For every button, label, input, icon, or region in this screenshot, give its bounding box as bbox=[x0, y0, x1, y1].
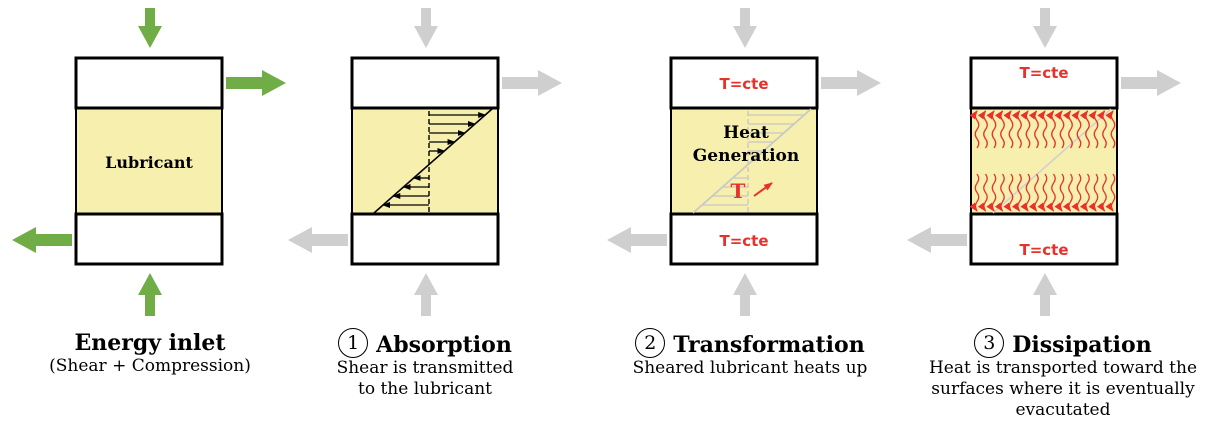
heat-label-line1: Heat bbox=[723, 123, 769, 143]
faded-velocity-arrows bbox=[702, 114, 805, 206]
compression-arrow-down bbox=[1033, 8, 1057, 48]
heat-flux-arrow bbox=[1045, 110, 1056, 149]
caption-dissipation: 3 Dissipation Heat is transported toward … bbox=[908, 328, 1218, 421]
heat-flux-arrow bbox=[994, 110, 1005, 149]
top-plate-temp-label: T=cte bbox=[1019, 64, 1068, 82]
heat-flux-arrow bbox=[1011, 110, 1022, 149]
panel-transformation: T=cte T=cte Heat Generation T bbox=[607, 8, 881, 316]
heat-flux-arrow bbox=[1020, 173, 1031, 212]
heat-flux-arrow bbox=[1088, 110, 1099, 149]
heat-flux-arrow bbox=[1088, 173, 1099, 212]
top-plate bbox=[969, 56, 1119, 110]
caption-subtitle-line: (Shear + Compression) bbox=[49, 356, 251, 376]
heat-flux-arrow bbox=[986, 173, 997, 212]
heat-flux-arrow bbox=[1079, 110, 1090, 149]
compression-arrow-down bbox=[733, 8, 757, 48]
shear-arrow-left bbox=[12, 227, 72, 253]
caption-subtitle-line: evacutated bbox=[1015, 400, 1111, 420]
bottom-plate bbox=[350, 212, 500, 266]
temperature-label: T bbox=[731, 179, 746, 203]
heat-flux-arrow bbox=[1071, 173, 1082, 212]
shear-arrow-right bbox=[1121, 70, 1181, 96]
shear-arrow-left bbox=[607, 227, 667, 253]
compression-arrow-up bbox=[1033, 273, 1057, 316]
heat-flux-arrow bbox=[1054, 110, 1065, 149]
heat-flux-arrow bbox=[1003, 173, 1014, 212]
bottom-plate-temp-label: T=cte bbox=[719, 232, 768, 250]
lubricant-label: Lubricant bbox=[105, 153, 193, 172]
top-plate bbox=[669, 56, 819, 110]
velocity-arrows bbox=[382, 112, 487, 208]
heat-flux-arrow bbox=[1054, 173, 1065, 212]
caption-title: Energy inlet bbox=[74, 330, 226, 356]
heat-flux-arrow bbox=[1079, 173, 1090, 212]
heat-flux-arrow bbox=[1071, 110, 1082, 149]
heat-flux-arrows bbox=[969, 110, 1116, 212]
heat-flux-arrow bbox=[969, 173, 980, 212]
caption-transformation: 2 Transformation Sheared lubricant heats … bbox=[600, 328, 900, 379]
compression-arrow-up bbox=[414, 273, 438, 316]
shear-arrow-right bbox=[821, 70, 881, 96]
shear-arrow-left bbox=[907, 227, 967, 253]
bottom-plate bbox=[669, 212, 819, 266]
heat-flux-arrow bbox=[1062, 110, 1073, 149]
heat-flux-arrow bbox=[977, 173, 988, 212]
lubricant-layer bbox=[75, 106, 223, 216]
temperature-rise-arrow bbox=[753, 182, 773, 197]
caption-subtitle-line: Shear is transmitted bbox=[336, 358, 514, 378]
heat-flux-arrow bbox=[1096, 173, 1107, 212]
step-number-badge: 1 bbox=[338, 328, 369, 358]
heat-flux-arrow bbox=[994, 173, 1005, 212]
panel-energy-inlet: Lubricant bbox=[12, 8, 286, 316]
heat-flux-arrow bbox=[1105, 173, 1116, 212]
heat-flux-arrow bbox=[1096, 110, 1107, 149]
caption-subtitle-line: to the lubricant bbox=[358, 379, 492, 399]
shear-arrow-right bbox=[226, 70, 286, 96]
heat-flux-arrow bbox=[977, 110, 988, 149]
shear-arrow-left bbox=[288, 227, 348, 253]
heat-flux-arrow bbox=[1011, 173, 1022, 212]
caption-energy-inlet: Energy inlet (Shear + Compression) bbox=[20, 330, 280, 377]
heat-label-line2: Generation bbox=[693, 146, 800, 166]
caption-absorption: 1 Absorption Shear is transmitted to the … bbox=[300, 328, 550, 400]
heat-flux-arrow bbox=[1028, 173, 1039, 212]
compression-arrow-up bbox=[138, 273, 162, 316]
panel-absorption bbox=[288, 8, 562, 316]
heat-flux-arrow bbox=[1062, 173, 1073, 212]
top-plate bbox=[74, 56, 224, 110]
caption-subtitle-line: Heat is transported toward the bbox=[928, 358, 1197, 378]
heat-flux-arrow bbox=[986, 110, 997, 149]
bottom-plate-temp-label: T=cte bbox=[1019, 241, 1068, 259]
panel-dissipation: T=cte T=cte bbox=[907, 8, 1181, 316]
compression-arrow-down bbox=[138, 8, 162, 48]
heat-flux-arrow bbox=[1037, 110, 1048, 149]
heat-flux-arrow bbox=[1028, 110, 1039, 149]
heat-flux-arrow bbox=[1037, 173, 1048, 212]
bottom-plate bbox=[74, 212, 224, 266]
caption-title: Transformation bbox=[673, 332, 865, 358]
shear-arrow-right bbox=[502, 70, 562, 96]
heat-flux-arrow bbox=[1045, 173, 1056, 212]
top-plate bbox=[350, 56, 500, 110]
caption-subtitle-line: Sheared lubricant heats up bbox=[632, 358, 868, 378]
step-number-badge: 3 bbox=[974, 328, 1005, 358]
compression-arrow-down bbox=[414, 8, 438, 48]
caption-title: Absorption bbox=[376, 332, 512, 358]
heat-flux-arrow bbox=[1105, 110, 1116, 149]
heat-flux-arrow bbox=[969, 110, 980, 149]
caption-title: Dissipation bbox=[1012, 332, 1152, 358]
heat-flux-arrow bbox=[1020, 110, 1031, 149]
step-number-badge: 2 bbox=[635, 328, 666, 358]
top-plate-temp-label: T=cte bbox=[719, 75, 768, 93]
bottom-plate bbox=[969, 212, 1119, 266]
heat-flux-arrow bbox=[1003, 110, 1014, 149]
compression-arrow-up bbox=[733, 273, 757, 316]
caption-subtitle-line: surfaces where it is eventually bbox=[931, 379, 1195, 399]
